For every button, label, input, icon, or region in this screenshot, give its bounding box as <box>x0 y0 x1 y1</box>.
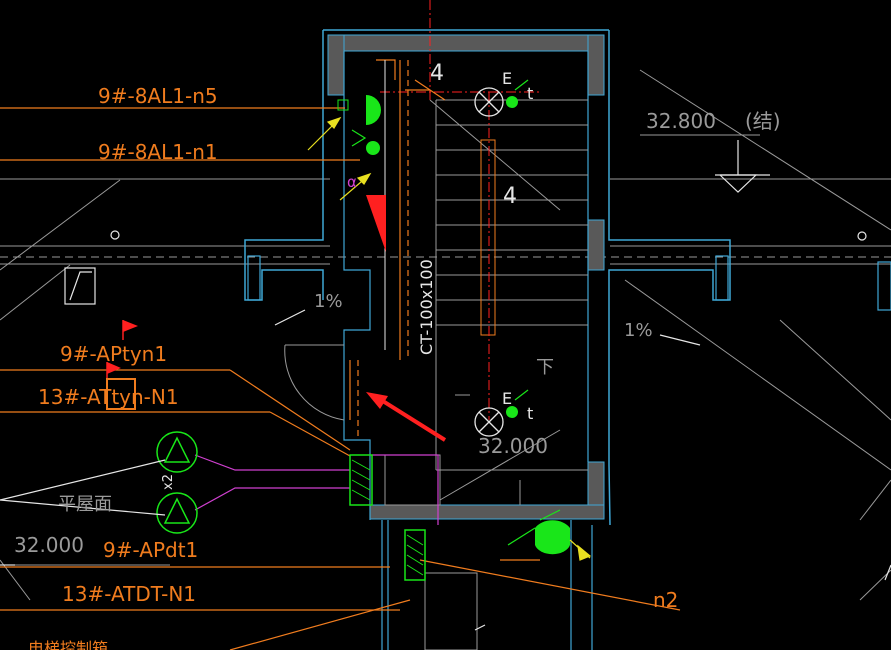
tag-atdt-n1: 13#-ATDT-N1 <box>62 582 196 606</box>
orange-conduits <box>0 59 681 650</box>
light-fixture-icon <box>474 407 504 437</box>
magenta-wires <box>194 454 439 525</box>
elevation-structure: (结) <box>745 109 781 133</box>
mark-t-bot: t <box>527 404 533 423</box>
yellow-leaders <box>307 116 592 561</box>
cable-tray-label: CT-100x100 <box>417 259 436 355</box>
slope-left: 1% <box>314 291 343 312</box>
light-fixture-icon <box>474 87 504 117</box>
green-lamp-icon <box>337 95 570 555</box>
tag-aptyn1: 9#-APtyn1 <box>60 342 167 366</box>
mark-t-top: t <box>527 84 533 103</box>
wall-left-upper <box>327 34 345 96</box>
wall-right-upper <box>587 34 605 96</box>
mark-4-mid: 4 <box>503 184 517 209</box>
drawing-labels: 9#-8AL1-n5 9#-8AL1-n1 9#-APtyn1 13#-ATty… <box>14 61 781 650</box>
roof-plane: 平屋面 <box>58 494 112 515</box>
column-right <box>587 219 605 271</box>
mark-down: 下 <box>536 357 554 378</box>
tag-attyn-n1: 13#-ATtyn-N1 <box>38 385 179 409</box>
misc-symbols <box>0 140 891 631</box>
background-linework <box>0 69 891 601</box>
mark-x2: x2 <box>161 474 176 490</box>
small-fixtures <box>351 79 561 546</box>
axis-lines <box>380 0 540 420</box>
red-arrow-icon <box>366 392 447 442</box>
red-flag-icon <box>122 320 138 340</box>
mark-4-top: 4 <box>430 61 444 86</box>
tag-apdt1: 9#-APdt1 <box>103 538 198 562</box>
wall-outline-right <box>608 30 731 526</box>
mark-e-top: E <box>502 69 512 88</box>
mark-e-bot: E <box>502 389 512 408</box>
slope-right: 1% <box>624 320 653 341</box>
red-marker-triangle <box>366 195 386 252</box>
fan-icon <box>156 431 198 473</box>
tag-8al1-n5: 9#-8AL1-n5 <box>98 84 218 108</box>
tag-n2: n2 <box>653 588 678 612</box>
mark-a: α <box>347 173 357 191</box>
elevation-left: 32.000 <box>14 533 84 557</box>
tag-8al1-n1: 9#-8AL1-n1 <box>98 140 218 164</box>
red-flag-icon <box>106 362 121 380</box>
stairwell-walls <box>244 29 891 650</box>
wall-bottom <box>369 504 605 520</box>
elevation-stair: 32.000 <box>478 434 548 458</box>
distribution-box-icon <box>349 454 373 506</box>
distribution-box-icon <box>404 529 426 581</box>
bottom-partial-label: 电梯控制箱 <box>28 639 108 650</box>
fan-icon <box>156 492 198 534</box>
stair-treads <box>435 99 588 505</box>
wall-top <box>327 34 605 52</box>
highlight-box <box>106 378 136 410</box>
elevation-top: 32.800 <box>646 109 716 133</box>
